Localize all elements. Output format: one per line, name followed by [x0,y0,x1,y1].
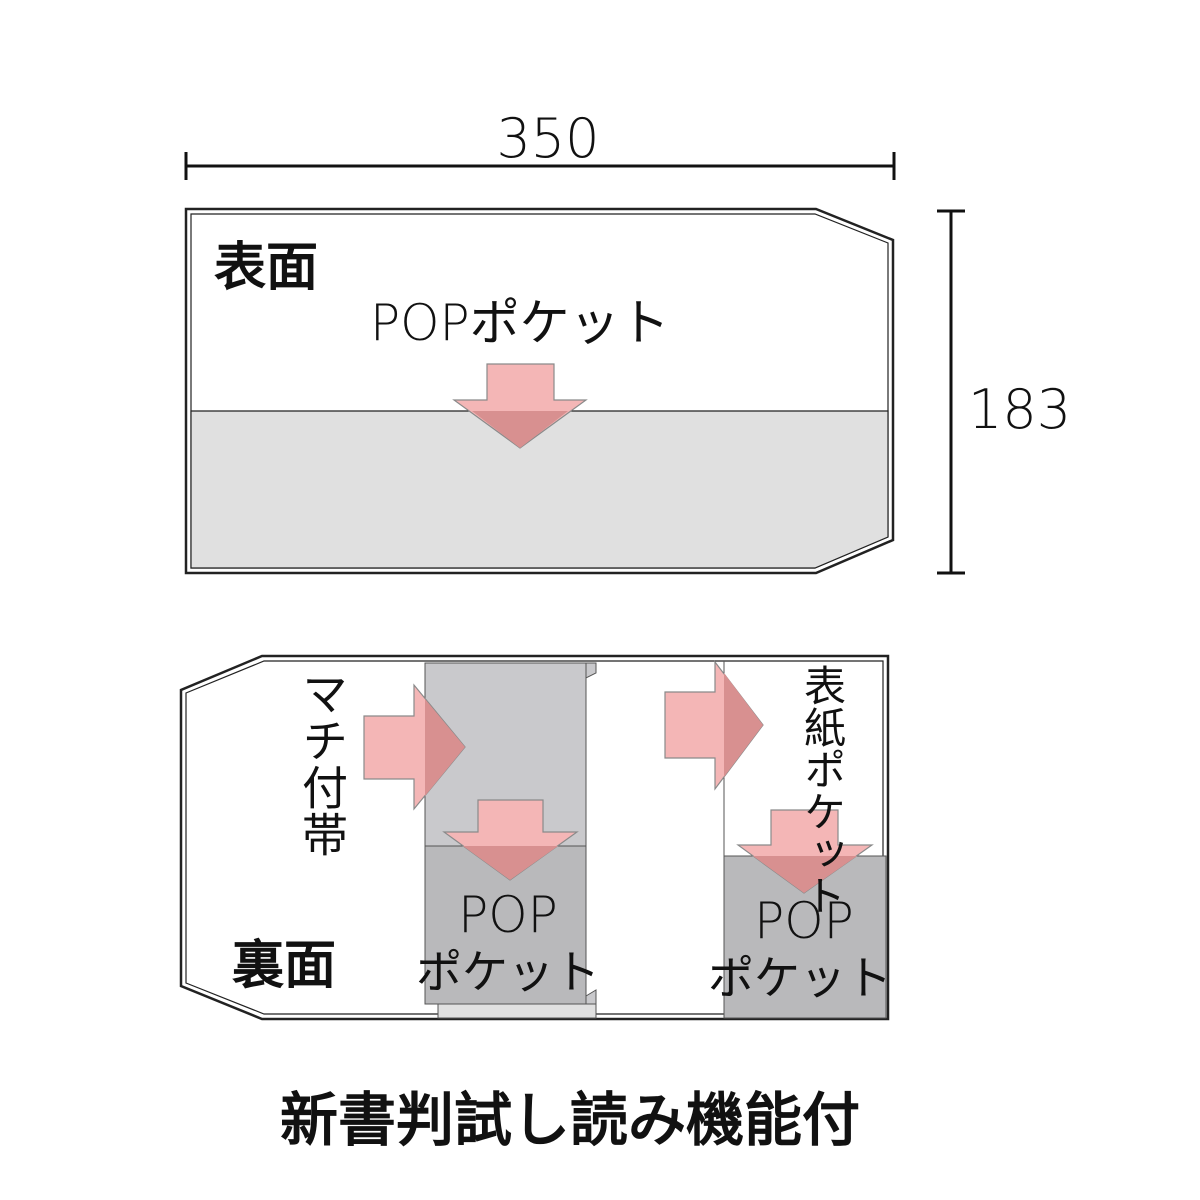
caption: 新書判試し読み機能付 [280,1086,860,1154]
right-pocket-label-line2: ポケット [708,951,892,1005]
back-view: マチ付帯 表紙ポケット POP ポケット POP ポケット 裏面 [179,654,892,1021]
front-pocket-label: POPポケット [370,294,670,352]
front-arrow-overlap [472,411,568,448]
front-pop-pocket [190,410,889,569]
back-face-label: 裏面 [232,936,336,996]
height-dimension: 183 [937,209,1071,575]
middle-arrow-overlap [463,846,558,880]
width-dimension: 350 [184,107,896,180]
cover-arrow-overlap [724,673,763,777]
middle-pocket-label-line1: POP [458,886,558,944]
band-top-tab [585,662,597,679]
middle-pocket-label-line2: ポケット [416,945,600,999]
band-bottom-strip [437,1003,597,1019]
height-label: 183 [968,378,1071,441]
front-face-label: 表面 [214,238,318,298]
width-label: 350 [496,107,599,170]
band-label: マチ付帯 [295,670,349,858]
front-down-arrow [452,363,588,449]
front-view: 表面 POPポケット [184,207,895,575]
right-pocket-label-line1: POP [754,892,854,950]
right-arrow-overlap [753,856,857,893]
cover-pocket-label: 表紙ポケット [798,664,847,916]
band-arrow-overlap [425,699,465,796]
